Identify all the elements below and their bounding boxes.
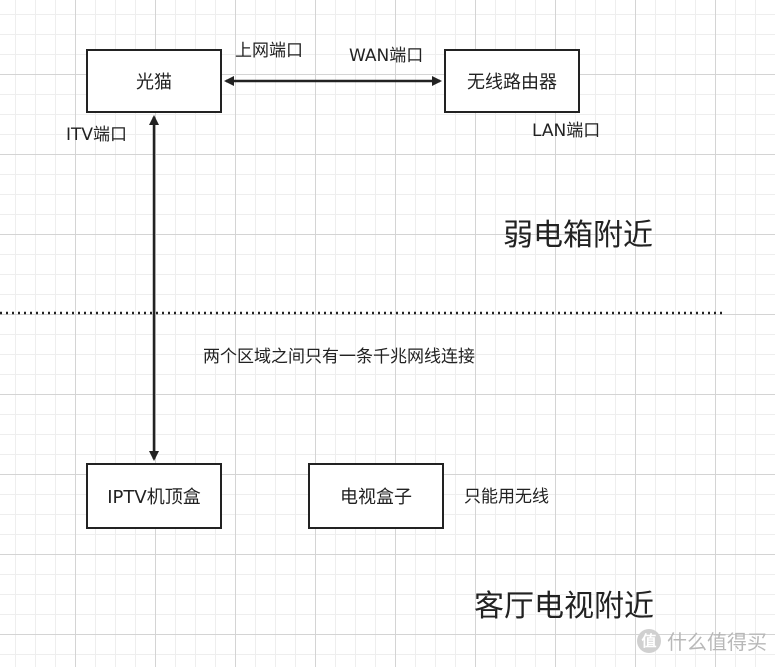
itv-port-label: ITV端口 xyxy=(66,125,128,145)
watermark-logo-icon: 值 xyxy=(637,628,661,653)
iptv-box-node[interactable]: IPTV机顶盒 xyxy=(86,463,222,529)
router-node[interactable]: 无线路由器 xyxy=(444,49,580,113)
zone-label-bottom: 客厅电视附近 xyxy=(474,589,654,624)
watermark: 值 什么值得买 xyxy=(637,626,767,655)
single-cable-note: 两个区域之间只有一条千兆网线连接 xyxy=(203,347,475,367)
zone-label-top: 弱电箱附近 xyxy=(503,218,653,253)
router-label: 无线路由器 xyxy=(467,72,557,93)
wan-port-label: WAN端口 xyxy=(349,46,424,66)
tv-box-node[interactable]: 电视盒子 xyxy=(308,463,444,529)
modem-node[interactable]: 光猫 xyxy=(86,49,222,113)
modem-label: 光猫 xyxy=(136,72,172,93)
tv-box-label: 电视盒子 xyxy=(340,487,412,508)
lan-port-label: LAN端口 xyxy=(532,121,601,141)
watermark-text: 什么值得买 xyxy=(667,630,767,654)
wireless-only-note: 只能用无线 xyxy=(464,487,549,507)
uplink-port-label: 上网端口 xyxy=(235,41,303,61)
iptv-box-label: IPTV机顶盒 xyxy=(107,487,201,508)
